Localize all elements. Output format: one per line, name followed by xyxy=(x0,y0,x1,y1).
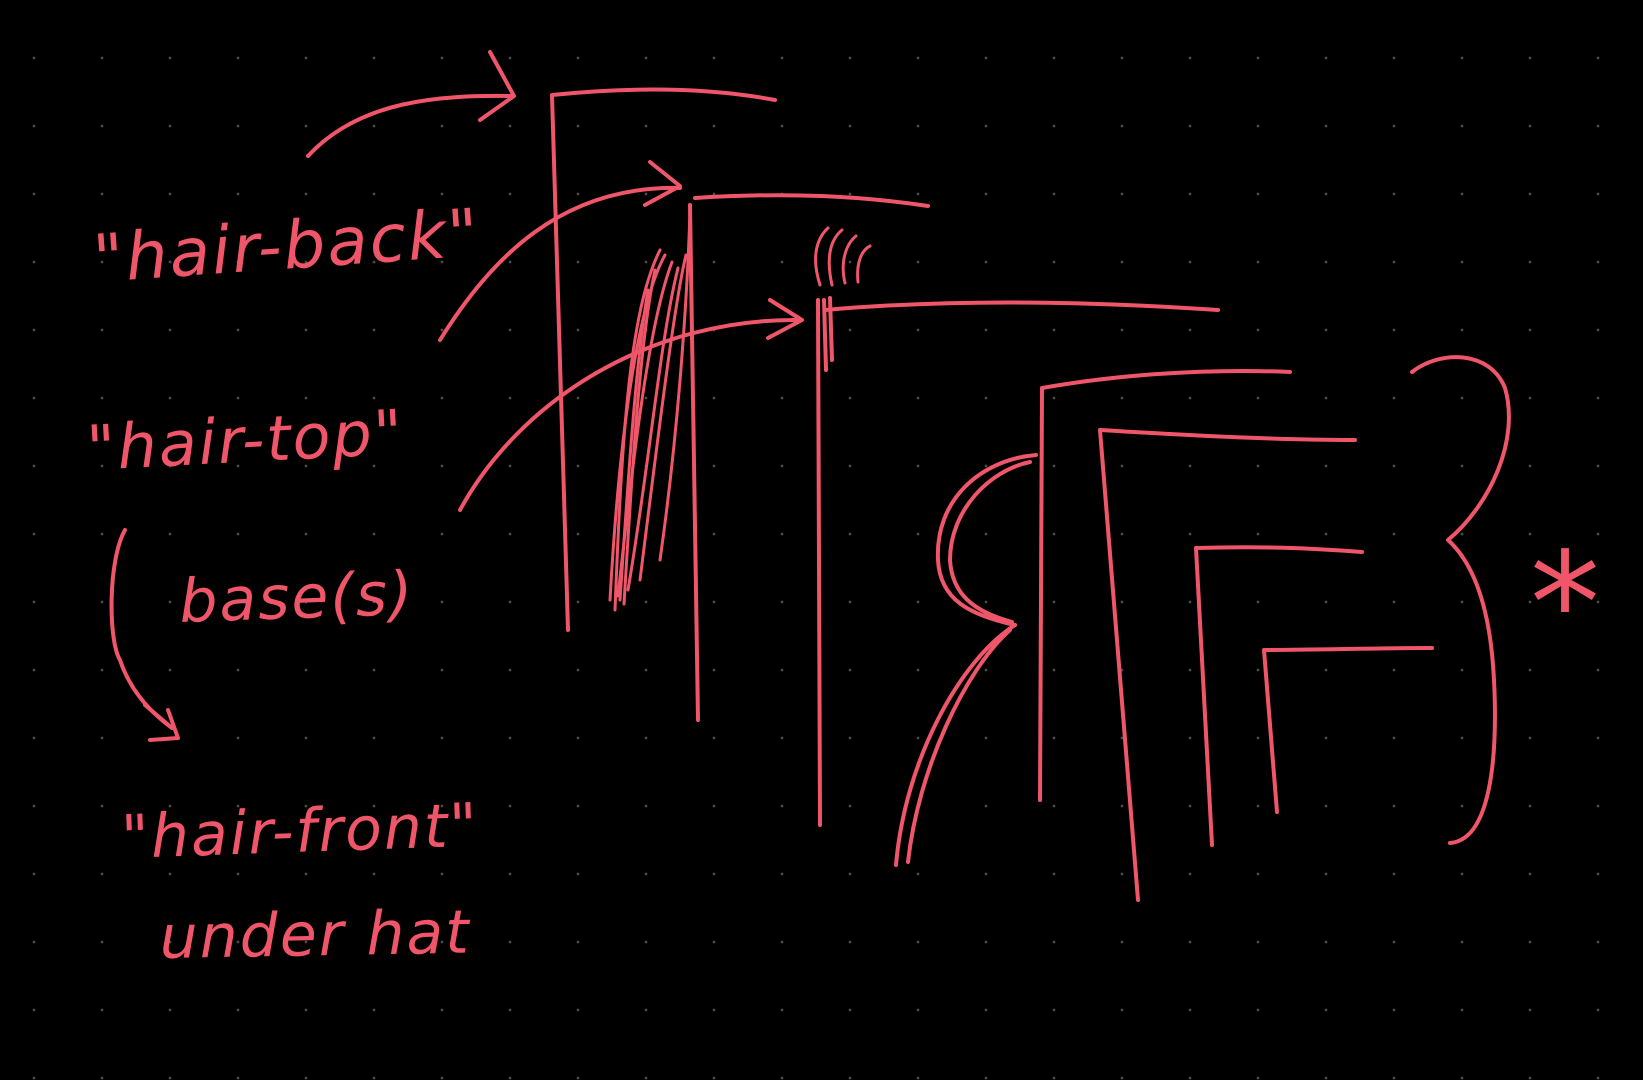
layer-frame-2 xyxy=(688,203,700,722)
labels: "hair-back" "hair-top" base(s) "hair-fro… xyxy=(85,194,1602,973)
layer-frames xyxy=(550,87,1434,902)
head-outline-2 xyxy=(948,460,1032,624)
hair-strand xyxy=(608,253,667,602)
layer-frame-2-top xyxy=(693,193,930,208)
head-silhouette xyxy=(894,453,1038,867)
tuft-strand xyxy=(827,228,844,287)
curly-brace xyxy=(1410,355,1511,845)
layer-frame-6 xyxy=(1194,545,1364,847)
label-hair-front: "hair-front" xyxy=(120,791,480,873)
arrow-hair-back xyxy=(306,93,514,158)
arrow-hair-top-head xyxy=(643,160,682,207)
layer-frame-7 xyxy=(1262,646,1434,814)
arrow-hair-top xyxy=(438,185,682,342)
arrow-hair-front xyxy=(458,317,802,512)
label-bases: base(s) xyxy=(178,559,415,637)
layer-frame-1 xyxy=(550,87,777,632)
layer-frame-3-top xyxy=(823,300,1220,312)
tuft-strand xyxy=(841,234,858,285)
bases-arrowhead xyxy=(143,703,180,742)
bases-bracket-arrow xyxy=(109,528,180,742)
head-outline xyxy=(935,453,1038,627)
hair-strand xyxy=(638,253,688,582)
layer-arrows xyxy=(306,50,804,512)
group-brace xyxy=(1410,355,1511,845)
label-under-hat: under hat xyxy=(159,898,472,973)
bases-bracket xyxy=(109,528,174,730)
tuft-strand xyxy=(856,244,872,284)
hair-strand xyxy=(618,288,650,602)
hair-strand xyxy=(658,208,692,562)
label-hair-back: "hair-back" xyxy=(91,194,483,298)
hair-strands-back xyxy=(608,208,692,612)
hair-tuft xyxy=(814,226,872,287)
arrow-hair-front-head xyxy=(766,298,804,340)
neck-outline-2 xyxy=(906,628,1012,864)
layer-frame-3-ticks xyxy=(822,296,834,372)
layer-frame-4 xyxy=(1038,368,1292,802)
hair-strand xyxy=(613,248,662,612)
hair-strand xyxy=(622,268,657,606)
hair-strand xyxy=(626,266,680,592)
label-hair-top: "hair-top" xyxy=(85,395,406,485)
arrow-hair-back-head xyxy=(478,50,516,122)
asterisk-mark: * xyxy=(1530,523,1602,686)
layer-frame-5 xyxy=(1098,428,1357,902)
layer-frame-3 xyxy=(816,298,822,827)
neck-outline xyxy=(894,623,1017,867)
tuft-strand xyxy=(814,226,830,287)
